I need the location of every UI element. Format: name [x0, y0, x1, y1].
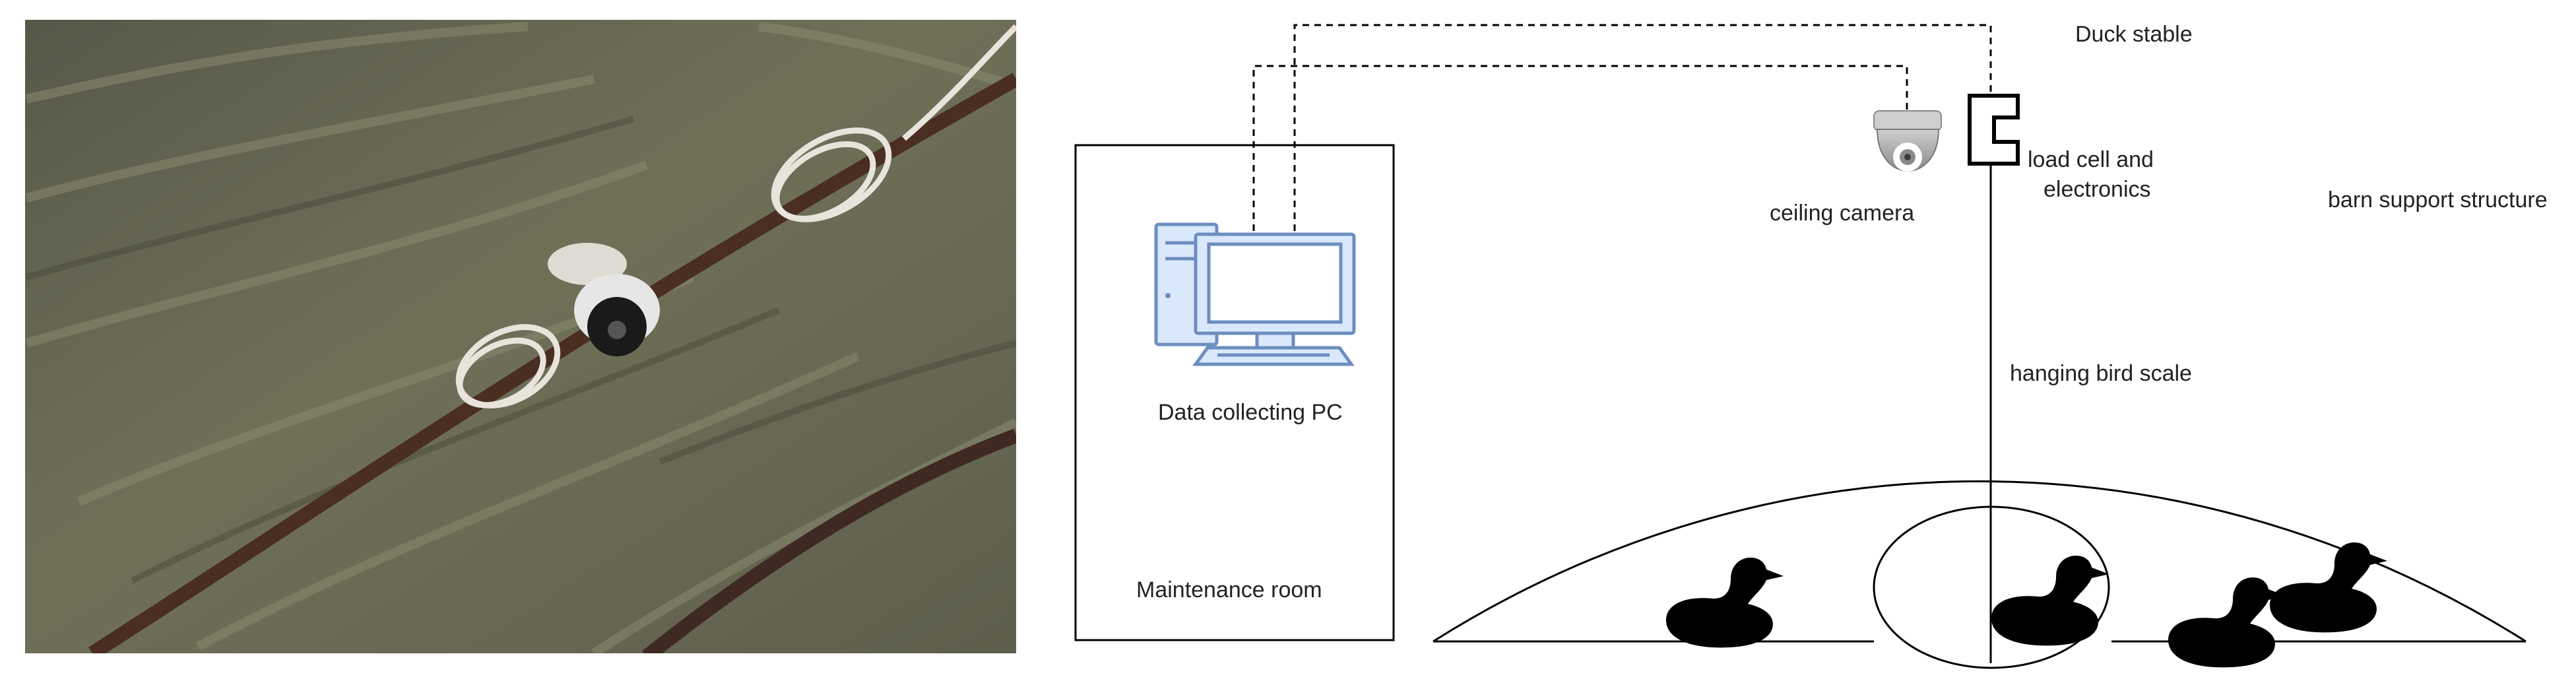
support-beam	[88, 73, 1016, 653]
photo-dome-camera	[548, 243, 660, 356]
label-load-cell-line1: load cell and	[2028, 147, 2154, 172]
label-load-cell-line2: electronics	[2044, 177, 2151, 202]
support-beam	[642, 428, 1016, 653]
label-duck-stable: Duck stable	[2075, 22, 2193, 47]
duck-icon	[1666, 558, 1784, 648]
desktop-computer-icon	[1154, 222, 1356, 366]
duck-icon	[2270, 542, 2387, 633]
label-barn-support: barn support structure	[2328, 187, 2548, 212]
label-maintenance-room: Maintenance room	[1136, 577, 1322, 602]
maintenance-room-box	[1074, 144, 1395, 641]
label-ceiling-camera: ceiling camera	[1770, 201, 1914, 226]
cable-coil	[455, 24, 1016, 408]
label-hanging-scale: hanging bird scale	[2010, 361, 2192, 386]
barn-ceiling-photo	[25, 20, 1016, 653]
duck-icon	[2168, 577, 2286, 668]
load-cell-icon	[1968, 94, 2020, 166]
dome-camera-icon	[1873, 110, 1942, 172]
label-data-pc: Data collecting PC	[1158, 400, 1343, 425]
duck-icon	[1991, 556, 2109, 646]
barn-diagram: Duck stable ceiling camera load cell and…	[1074, 22, 2548, 669]
camera-cable-dashed	[1252, 65, 1908, 231]
